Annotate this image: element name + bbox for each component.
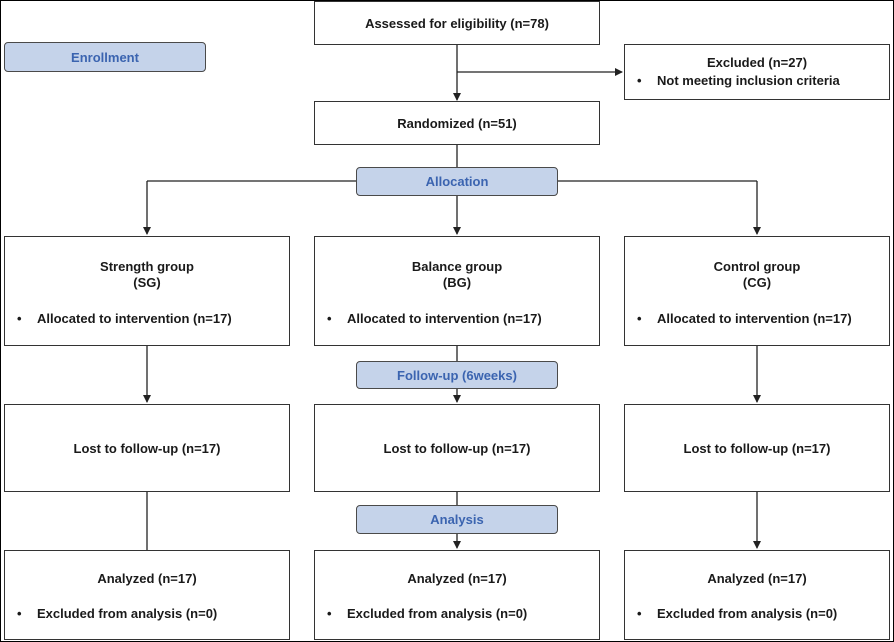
assessed-label: Assessed for eligibility (n=78) <box>365 15 549 31</box>
control-group-box: Control group (CG) Allocated to interven… <box>624 236 890 346</box>
group-abbr: (BG) <box>442 275 472 290</box>
group-abbr: (SG) <box>133 275 161 290</box>
randomized-label: Randomized (n=51) <box>397 115 517 131</box>
lost-label: Lost to follow-up (n=17) <box>383 440 531 456</box>
excluded-reason: Not meeting inclusion criteria <box>637 73 883 89</box>
group-allocated: Allocated to intervention (n=17) <box>17 311 283 327</box>
group-name: Strength group <box>100 259 194 274</box>
group-abbr: (CG) <box>742 275 772 290</box>
stage-allocation: Allocation <box>356 167 558 196</box>
group-allocated: Allocated to intervention (n=17) <box>327 311 593 327</box>
analyzed-label: Analyzed (n=17) <box>97 571 197 586</box>
excluded-title: Excluded (n=27) <box>706 55 808 70</box>
analyzed-label: Analyzed (n=17) <box>707 571 807 586</box>
excluded-analysis: Excluded from analysis (n=0) <box>327 606 593 622</box>
randomized-box: Randomized (n=51) <box>314 101 600 145</box>
lost-label: Lost to follow-up (n=17) <box>73 440 221 456</box>
group-name: Balance group <box>411 259 503 274</box>
excluded-box: Excluded (n=27) Not meeting inclusion cr… <box>624 44 890 100</box>
strength-lost-box: Lost to follow-up (n=17) <box>4 404 290 492</box>
lost-label: Lost to follow-up (n=17) <box>683 440 831 456</box>
excluded-analysis: Excluded from analysis (n=0) <box>637 606 883 622</box>
balance-lost-box: Lost to follow-up (n=17) <box>314 404 600 492</box>
stage-analysis: Analysis <box>356 505 558 534</box>
excluded-analysis: Excluded from analysis (n=0) <box>17 606 283 622</box>
balance-analyzed-box: Analyzed (n=17) Excluded from analysis (… <box>314 550 600 640</box>
strength-group-box: Strength group (SG) Allocated to interve… <box>4 236 290 346</box>
group-allocated: Allocated to intervention (n=17) <box>637 311 883 327</box>
balance-group-box: Balance group (BG) Allocated to interven… <box>314 236 600 346</box>
analyzed-label: Analyzed (n=17) <box>407 571 507 586</box>
assessed-box: Assessed for eligibility (n=78) <box>314 1 600 45</box>
group-name: Control group <box>713 259 801 274</box>
control-analyzed-box: Analyzed (n=17) Excluded from analysis (… <box>624 550 890 640</box>
strength-analyzed-box: Analyzed (n=17) Excluded from analysis (… <box>4 550 290 640</box>
stage-follow-up: Follow-up (6weeks) <box>356 361 558 389</box>
control-lost-box: Lost to follow-up (n=17) <box>624 404 890 492</box>
stage-enrollment: Enrollment <box>4 42 206 72</box>
